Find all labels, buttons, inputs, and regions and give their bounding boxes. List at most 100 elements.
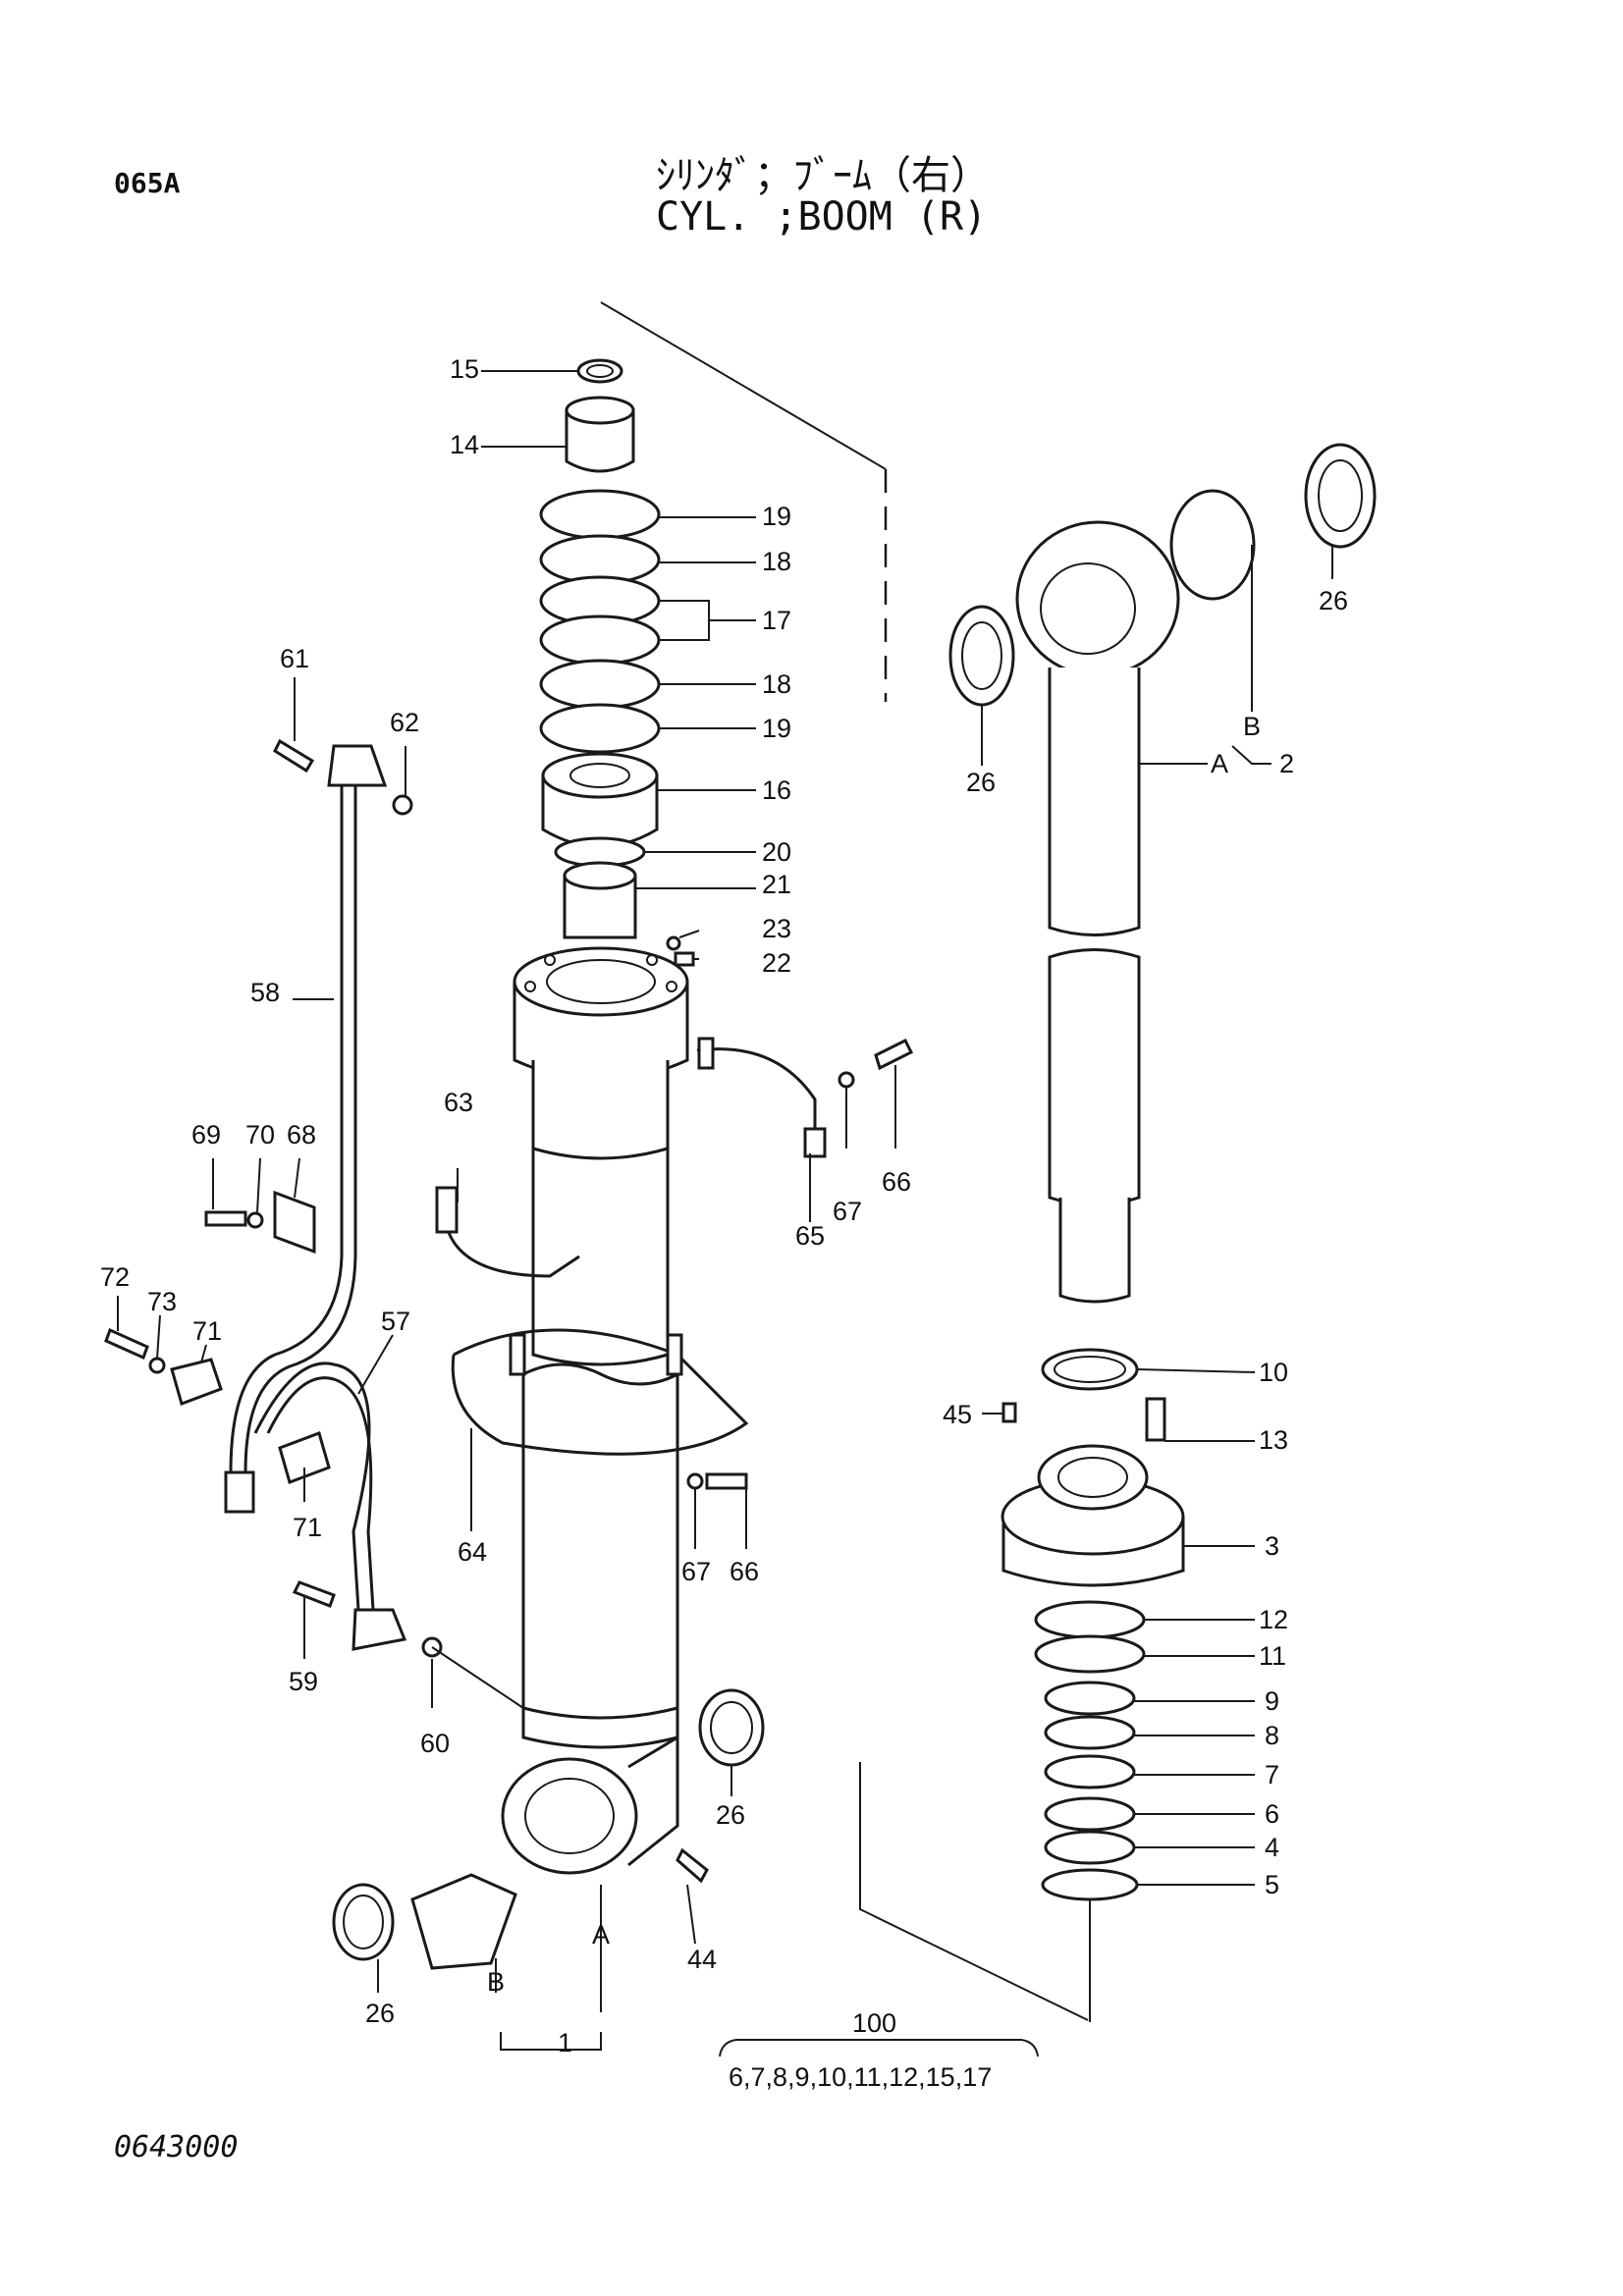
callout-18-upper: 18: [762, 547, 791, 576]
ring-9: [1044, 1681, 1136, 1716]
callout-68: 68: [287, 1120, 316, 1149]
ring-17-b: [539, 614, 661, 666]
ring-19-upper: [539, 489, 661, 540]
bolt-59: [292, 1580, 336, 1608]
callout-59: 59: [289, 1667, 318, 1696]
lower-tube: [521, 1369, 679, 1749]
upper-tube: [531, 1060, 670, 1366]
callout-21: 21: [762, 870, 791, 899]
callout-4: 4: [1265, 1833, 1279, 1862]
title-japanese: ｼﾘﾝﾀﾞ；ﾌﾞｰﾑ（右）: [656, 153, 990, 198]
cylinder-tube: [501, 946, 689, 1875]
valve-45: [1001, 1402, 1017, 1423]
seal-26-top-right: [1304, 443, 1377, 549]
callout-64: 64: [458, 1537, 487, 1567]
bushing-14: [565, 408, 635, 473]
callout-63: 63: [444, 1088, 473, 1117]
callout-69: 69: [191, 1120, 221, 1149]
bolt-66-upper: [874, 1038, 914, 1071]
bushing-bottom: [410, 1873, 517, 1970]
callout-7: 7: [1265, 1760, 1279, 1789]
callout-71-left: 71: [192, 1316, 222, 1346]
callout-60: 60: [420, 1729, 450, 1758]
callout-67-upper: 67: [833, 1197, 862, 1226]
washer-73: [148, 1357, 166, 1374]
pipe-end: [224, 1470, 255, 1514]
callout-61: 61: [280, 644, 309, 673]
callout-11: 11: [1259, 1641, 1286, 1671]
ring-4: [1044, 1830, 1136, 1865]
snap-ring-5: [1041, 1868, 1139, 1901]
kit-contents: 6,7,8,9,10,11,12,15,17: [729, 2062, 992, 2092]
bolt-69: [204, 1210, 247, 1227]
rod-head-assembly: [1001, 1348, 1185, 1901]
callout-26-top-right: 26: [1319, 586, 1348, 615]
pipe-57: [253, 1362, 371, 1611]
piston-rod: [948, 443, 1377, 1304]
band-63: [445, 1226, 580, 1278]
callout-26-bottom-left: 26: [365, 1999, 395, 2028]
flange-61-62: [327, 744, 388, 787]
callout-18-lower: 18: [762, 669, 791, 699]
callout-22: 22: [762, 948, 791, 978]
ring-8: [1044, 1715, 1136, 1750]
rod-upper: [1048, 667, 1141, 936]
callout-44: 44: [687, 1945, 717, 1974]
rod-thread: [1058, 1198, 1131, 1304]
callout-66-upper: 66: [882, 1167, 911, 1197]
callout-15: 15: [450, 354, 479, 384]
callout-B-bottom: B: [487, 1967, 505, 1997]
kit-number-100: 100: [852, 2008, 896, 2038]
callout-73: 73: [147, 1287, 177, 1316]
clip-71-left: [170, 1358, 223, 1406]
ring-7: [1044, 1754, 1136, 1789]
page-code: 065A: [114, 167, 181, 199]
clip-71-right: [278, 1431, 331, 1484]
callout-5: 5: [1265, 1870, 1279, 1899]
washer-67-upper: [838, 1071, 855, 1089]
washer-67-lower: [686, 1472, 704, 1490]
callout-labels: 15 14 19 18 17 18 19 16 20 21 23 22 61 6…: [100, 354, 1348, 2092]
oring-62: [392, 794, 413, 816]
grease-fitting-44: [676, 1847, 709, 1884]
callout-10: 10: [1259, 1358, 1288, 1387]
callout-20: 20: [762, 837, 791, 867]
rod-lower: [1048, 948, 1141, 1206]
assembly-guide-lines: [600, 301, 1089, 2021]
seal-ring-15: [576, 358, 623, 384]
bolt-66-lower: [705, 1472, 748, 1490]
callout-B-top: B: [1243, 712, 1261, 741]
flange-59-60: [352, 1608, 407, 1651]
ring-12: [1034, 1600, 1146, 1639]
callout-45: 45: [943, 1400, 972, 1429]
piping: [224, 744, 524, 1709]
callout-72: 72: [100, 1262, 130, 1292]
callout-3: 3: [1265, 1531, 1279, 1561]
ring-19-lower: [539, 703, 661, 754]
ring-11: [1034, 1634, 1146, 1674]
callout-57: 57: [381, 1307, 410, 1336]
callout-16: 16: [762, 775, 791, 805]
bottom-bushings: [332, 1688, 765, 1970]
callout-2: 2: [1279, 749, 1294, 778]
callout-62: 62: [390, 708, 419, 737]
drawing-number: 0643000: [114, 2130, 239, 2164]
clip-68: [273, 1190, 316, 1255]
bolt-61: [273, 738, 315, 774]
bolt-13: [1145, 1397, 1166, 1442]
ball-23: [666, 935, 681, 951]
left-hardware: [104, 738, 914, 1884]
washer-70: [246, 1211, 264, 1229]
callout-71-right: 71: [293, 1513, 322, 1542]
callout-9: 9: [1265, 1686, 1279, 1716]
band-65: [696, 1047, 817, 1139]
callout-8: 8: [1265, 1721, 1279, 1750]
callout-66-lower: 66: [730, 1557, 759, 1586]
ring-18-lower: [539, 659, 661, 710]
callout-19-upper: 19: [762, 502, 791, 531]
callout-14: 14: [450, 430, 479, 459]
callout-19-lower: 19: [762, 714, 791, 743]
callout-70: 70: [245, 1120, 275, 1149]
